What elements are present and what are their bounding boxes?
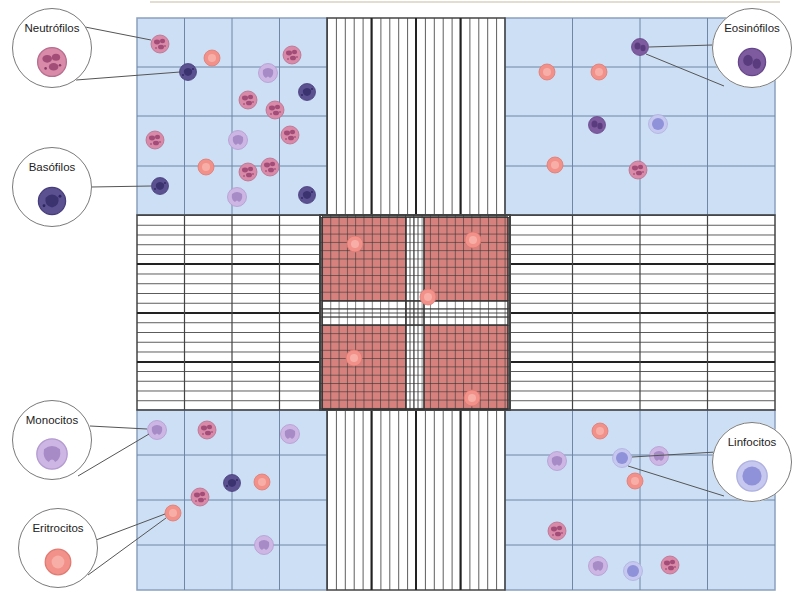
corner-squares — [137, 18, 775, 590]
top-rule — [150, 1, 780, 3]
cell-type-label: Linfocitos — [728, 436, 777, 448]
cell-type-label: Eosinófilos — [724, 22, 780, 34]
cell-type-label: Basófilos — [29, 161, 76, 173]
blood-cells — [146, 35, 679, 581]
ruled-bands — [137, 18, 775, 590]
cell-type-label: Eritrocitos — [32, 522, 83, 534]
callout-circle: Eosinófilos — [712, 8, 792, 88]
leader-lines — [76, 26, 724, 575]
cell-type-label: Monocitos — [26, 414, 78, 426]
cell-type-label: Neutrófilos — [25, 22, 80, 34]
callout-circle: Monocitos — [12, 400, 92, 480]
callout-circle: Basófilos — [12, 147, 92, 227]
callout-circle: Neutrófilos — [12, 8, 92, 88]
central-square — [320, 215, 510, 410]
callout-circle: Eritrocitos — [18, 508, 98, 588]
callout-illustrations — [12, 8, 792, 588]
callout-circle: Linfocitos — [712, 422, 792, 502]
